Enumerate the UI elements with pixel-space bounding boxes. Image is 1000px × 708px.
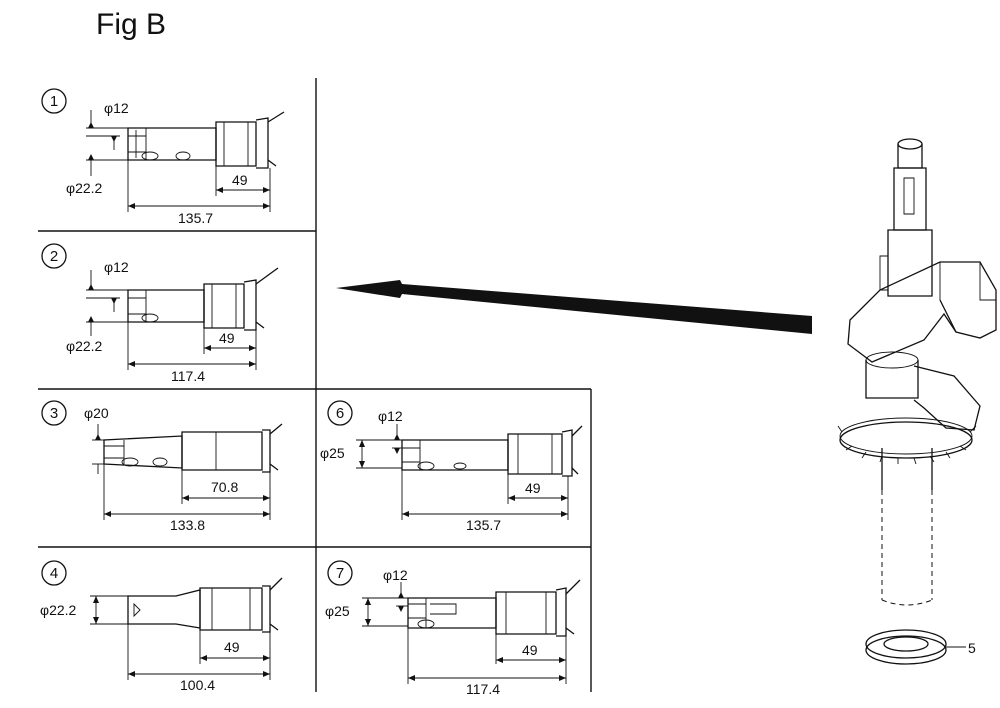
driver-tool: [127, 267, 279, 331]
crankshaft-illustration: [837, 138, 997, 606]
diameter-label: φ22.2: [66, 338, 103, 354]
diameter-label: φ12: [104, 100, 129, 116]
panel-number-circle: [41, 88, 67, 114]
dimension-label: 133.8: [170, 517, 205, 533]
driver-tool: [407, 579, 581, 637]
pointer-arrow: [336, 280, 812, 334]
figure-title: Fig B: [96, 8, 166, 41]
panel-7: 7 φ12 φ25 49 117.4: [325, 560, 581, 697]
driver-tool: [127, 577, 283, 633]
panel-number: 2: [50, 248, 58, 265]
panel-number-circle: [327, 400, 353, 426]
driver-tool: [401, 425, 583, 477]
diameter-label: φ25: [325, 603, 350, 619]
panel-number-circle: [41, 560, 67, 586]
dimension-label: 100.4: [180, 677, 215, 693]
dimension-label: 49: [219, 330, 235, 346]
panel-2: 2 φ12 φ22.2 49 117.4: [41, 243, 279, 384]
dimension-label: 135.7: [466, 517, 501, 533]
panel-number: 7: [336, 565, 344, 582]
panel-number-circle: [327, 560, 353, 586]
panel-grid: [38, 78, 592, 692]
diameter-label: φ12: [383, 567, 408, 583]
panel-number: 6: [336, 405, 344, 422]
washer-part: [865, 629, 966, 665]
dimension-label: 49: [224, 639, 240, 655]
dimension-label: 49: [232, 172, 248, 188]
dimension-label: 117.4: [466, 681, 500, 697]
part-callout: 5: [968, 640, 976, 656]
panel-3: 3 φ20 70.8 133.8: [41, 400, 283, 533]
panel-4: 4 φ22.2 49 100.4: [40, 560, 283, 693]
diameter-label: φ25: [320, 445, 345, 461]
dimension-label: 49: [525, 480, 541, 496]
diameter-label: φ12: [104, 259, 129, 275]
diameter-label: φ20: [84, 405, 109, 421]
diameter-label: φ22.2: [40, 602, 77, 618]
panel-number: 3: [50, 405, 58, 422]
panel-number-circle: [41, 243, 67, 269]
panel-number: 4: [50, 565, 58, 582]
panel-number-circle: [41, 400, 67, 426]
panel-number: 1: [50, 93, 58, 110]
dimension-label: 117.4: [171, 368, 205, 384]
driver-tool: [127, 111, 285, 169]
panel-6: 6 φ12 φ25 49 135.7: [320, 400, 583, 533]
dimension-label: 135.7: [178, 210, 213, 226]
diameter-label: φ22.2: [66, 180, 103, 196]
dimension-label: 70.8: [211, 479, 238, 495]
dimension-label: 49: [522, 642, 538, 658]
diameter-label: φ12: [378, 408, 403, 424]
panel-1: 1 φ12 φ22.2 49: [41, 88, 285, 226]
driver-tool: [103, 423, 283, 473]
